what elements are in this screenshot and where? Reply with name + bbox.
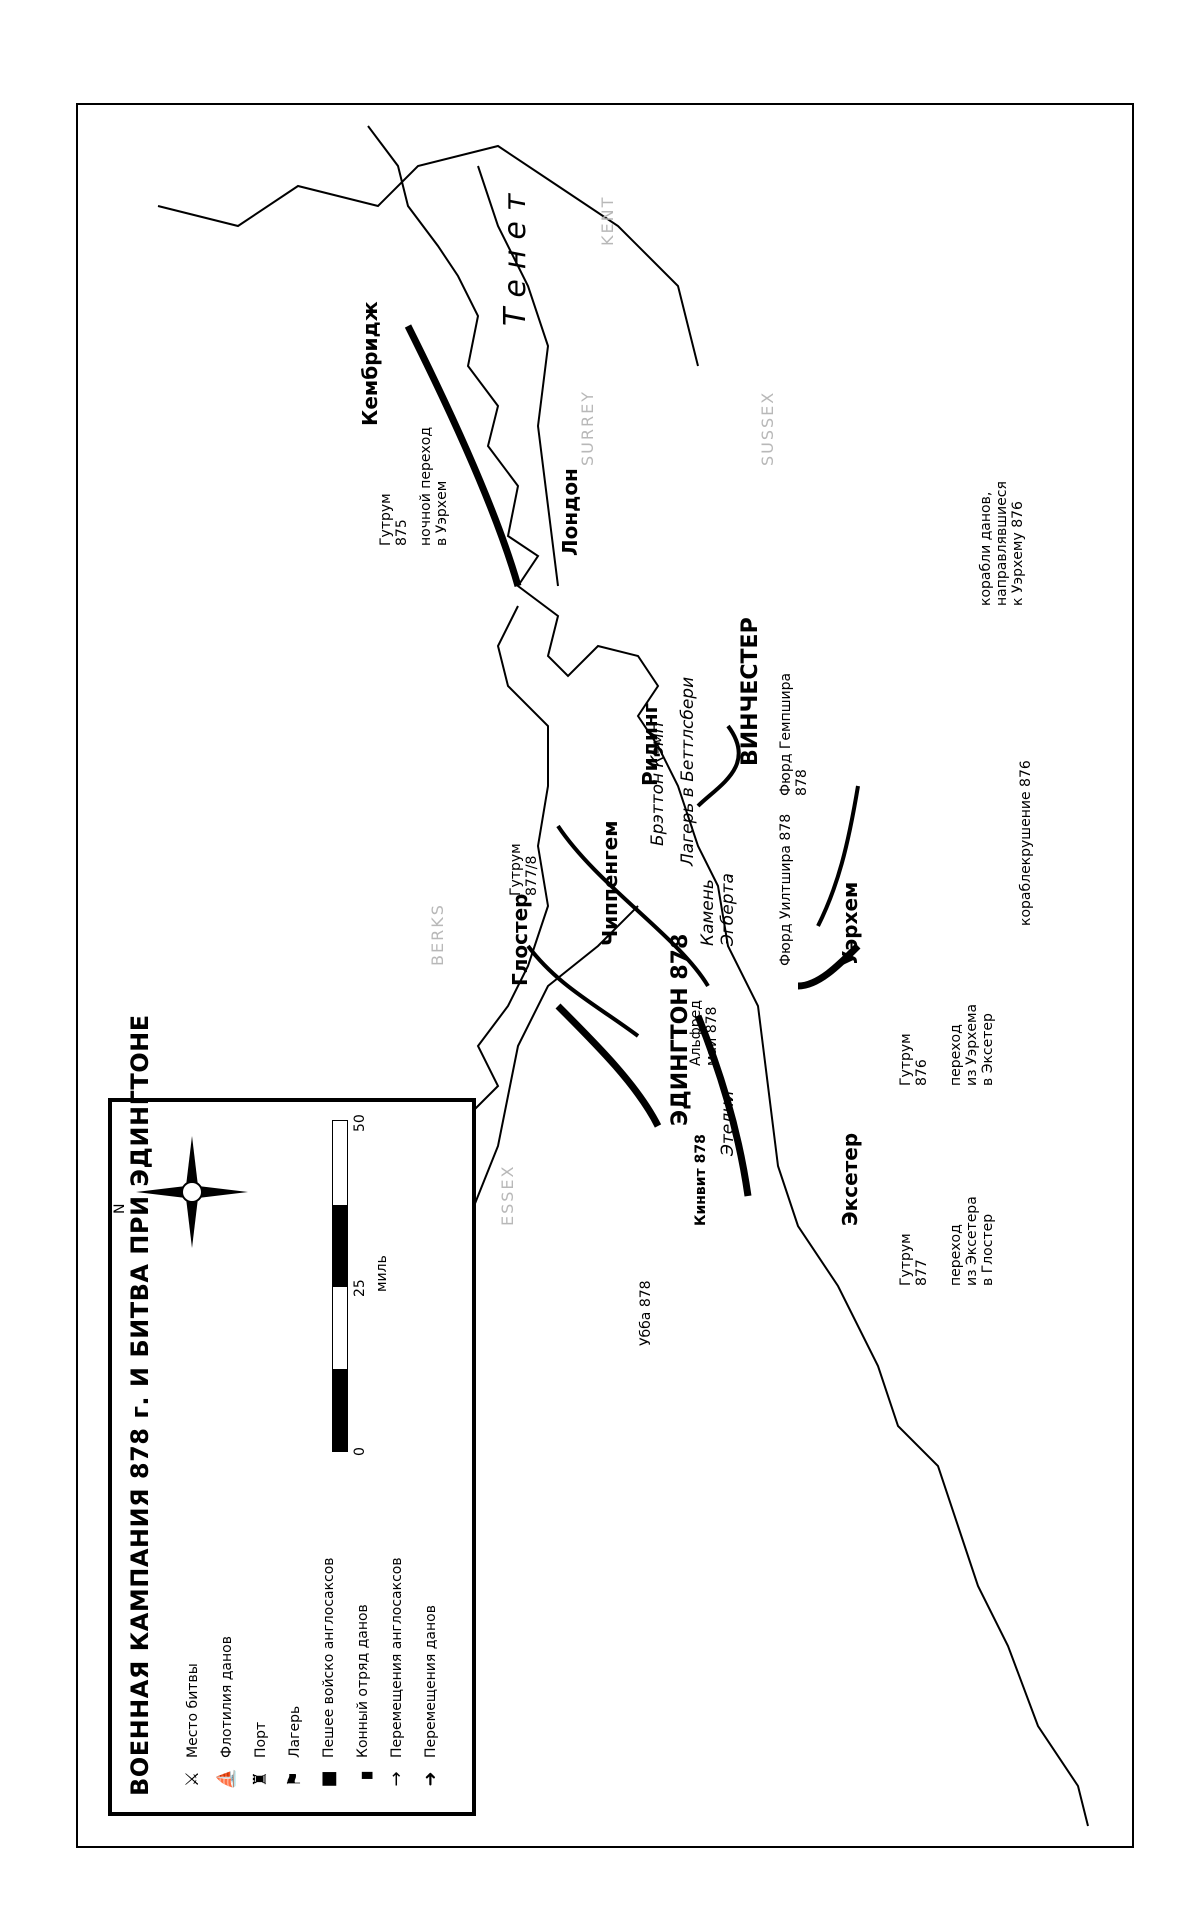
saxon-move-icon: → — [386, 1771, 407, 1787]
infantry-icon: ■ — [318, 1770, 339, 1788]
legend-label: Перемещения данов — [423, 1605, 439, 1758]
camp-icon: ⚑ — [284, 1770, 305, 1788]
legend-item-saxon-move: → Перемещения англосаксов — [386, 1557, 408, 1792]
legend-label: Место битвы — [185, 1663, 201, 1758]
region-label: KENT — [598, 195, 617, 246]
battle-icon: ⚔ — [182, 1770, 203, 1788]
region-label: BERKS — [428, 903, 447, 966]
note-shipwreck: кораблекрушение 876 — [1018, 760, 1034, 926]
legend-item-battle: ⚔ Место битвы — [182, 1663, 204, 1792]
port-icon: ♜ — [250, 1770, 271, 1788]
note-wiltshire-fyrd: Фюрд Уилтшира 878 — [778, 813, 794, 966]
city-winchester: ВИНЧЕСТЕР — [738, 617, 763, 766]
note-ubba: Уббa 878 — [638, 1280, 654, 1346]
region-label: SURREY — [578, 390, 597, 466]
region-label: ESSEX — [498, 1164, 517, 1227]
map-frame: ВОЕННАЯ КАМПАНИЯ 878 г. И БИТВА ПРИ ЭДИН… — [76, 103, 1134, 1848]
legend-label: Лагерь — [287, 1705, 303, 1758]
legend-item-cavalry: ▗ Конный отряд данов — [352, 1604, 374, 1792]
legend-item-infantry: ■ Пешее войско англосаксов — [318, 1557, 340, 1792]
map-canvas: ВОЕННАЯ КАМПАНИЯ 878 г. И БИТВА ПРИ ЭДИН… — [78, 101, 1136, 1846]
sea-label: Тенет — [498, 183, 533, 326]
city-gloucester: Глостер — [508, 893, 532, 986]
dane-move-icon: ➜ — [420, 1771, 441, 1787]
compass-rose-icon — [136, 1136, 248, 1248]
scale-unit: миль — [374, 1255, 390, 1292]
legend-label: Пешее войско англосаксов — [321, 1557, 337, 1758]
compass-north-label: N — [112, 1203, 128, 1214]
scale-tick: 25 — [352, 1279, 368, 1297]
legend-item-camp: ⚑ Лагерь — [284, 1706, 306, 1792]
saxon-moves — [526, 724, 860, 1038]
legend-label: Порт — [253, 1721, 269, 1758]
dane-moves — [404, 324, 861, 1197]
note-battlesbury: Лагерь в Беттлсбери — [678, 676, 698, 866]
note-bratton: Брэттон Кэмп — [648, 722, 668, 846]
scale-tick: 0 — [352, 1447, 368, 1456]
coastline — [367, 125, 1089, 1827]
legend-item-dane-move: ➜ Перемещения данов — [420, 1605, 442, 1792]
fleet-icon: ⛵ — [216, 1767, 237, 1791]
scale-bar — [332, 1120, 348, 1452]
cavalry-icon: ▗ — [352, 1772, 373, 1786]
legend-item-fleet: ⛵ Флотилия данов — [216, 1636, 238, 1792]
city-london: Лондон — [558, 468, 582, 556]
legend: ВОЕННАЯ КАМПАНИЯ 878 г. И БИТВА ПРИ ЭДИН… — [108, 1014, 476, 1816]
city-exeter: Эксетер — [838, 1132, 862, 1226]
legend-label: Флотилия данов — [219, 1636, 235, 1758]
note-cynwit: Кинвит 878 — [693, 1134, 709, 1226]
city-wareham: Уэрхем — [838, 881, 862, 966]
legend-label: Перемещения англосаксов — [389, 1557, 405, 1758]
legend-item-port: ♜ Порт — [250, 1722, 272, 1792]
city-cambridge: Кембридж — [358, 301, 382, 426]
region-label: SUSSEX — [758, 390, 777, 466]
thames-estuary — [477, 165, 559, 587]
city-chippenham: Чиппенгем — [598, 820, 622, 946]
note-athelney: Этелни — [718, 1090, 738, 1156]
kent-coast — [157, 144, 699, 367]
legend-label: Конный отряд данов — [355, 1604, 371, 1758]
scale-tick: 50 — [352, 1114, 368, 1132]
